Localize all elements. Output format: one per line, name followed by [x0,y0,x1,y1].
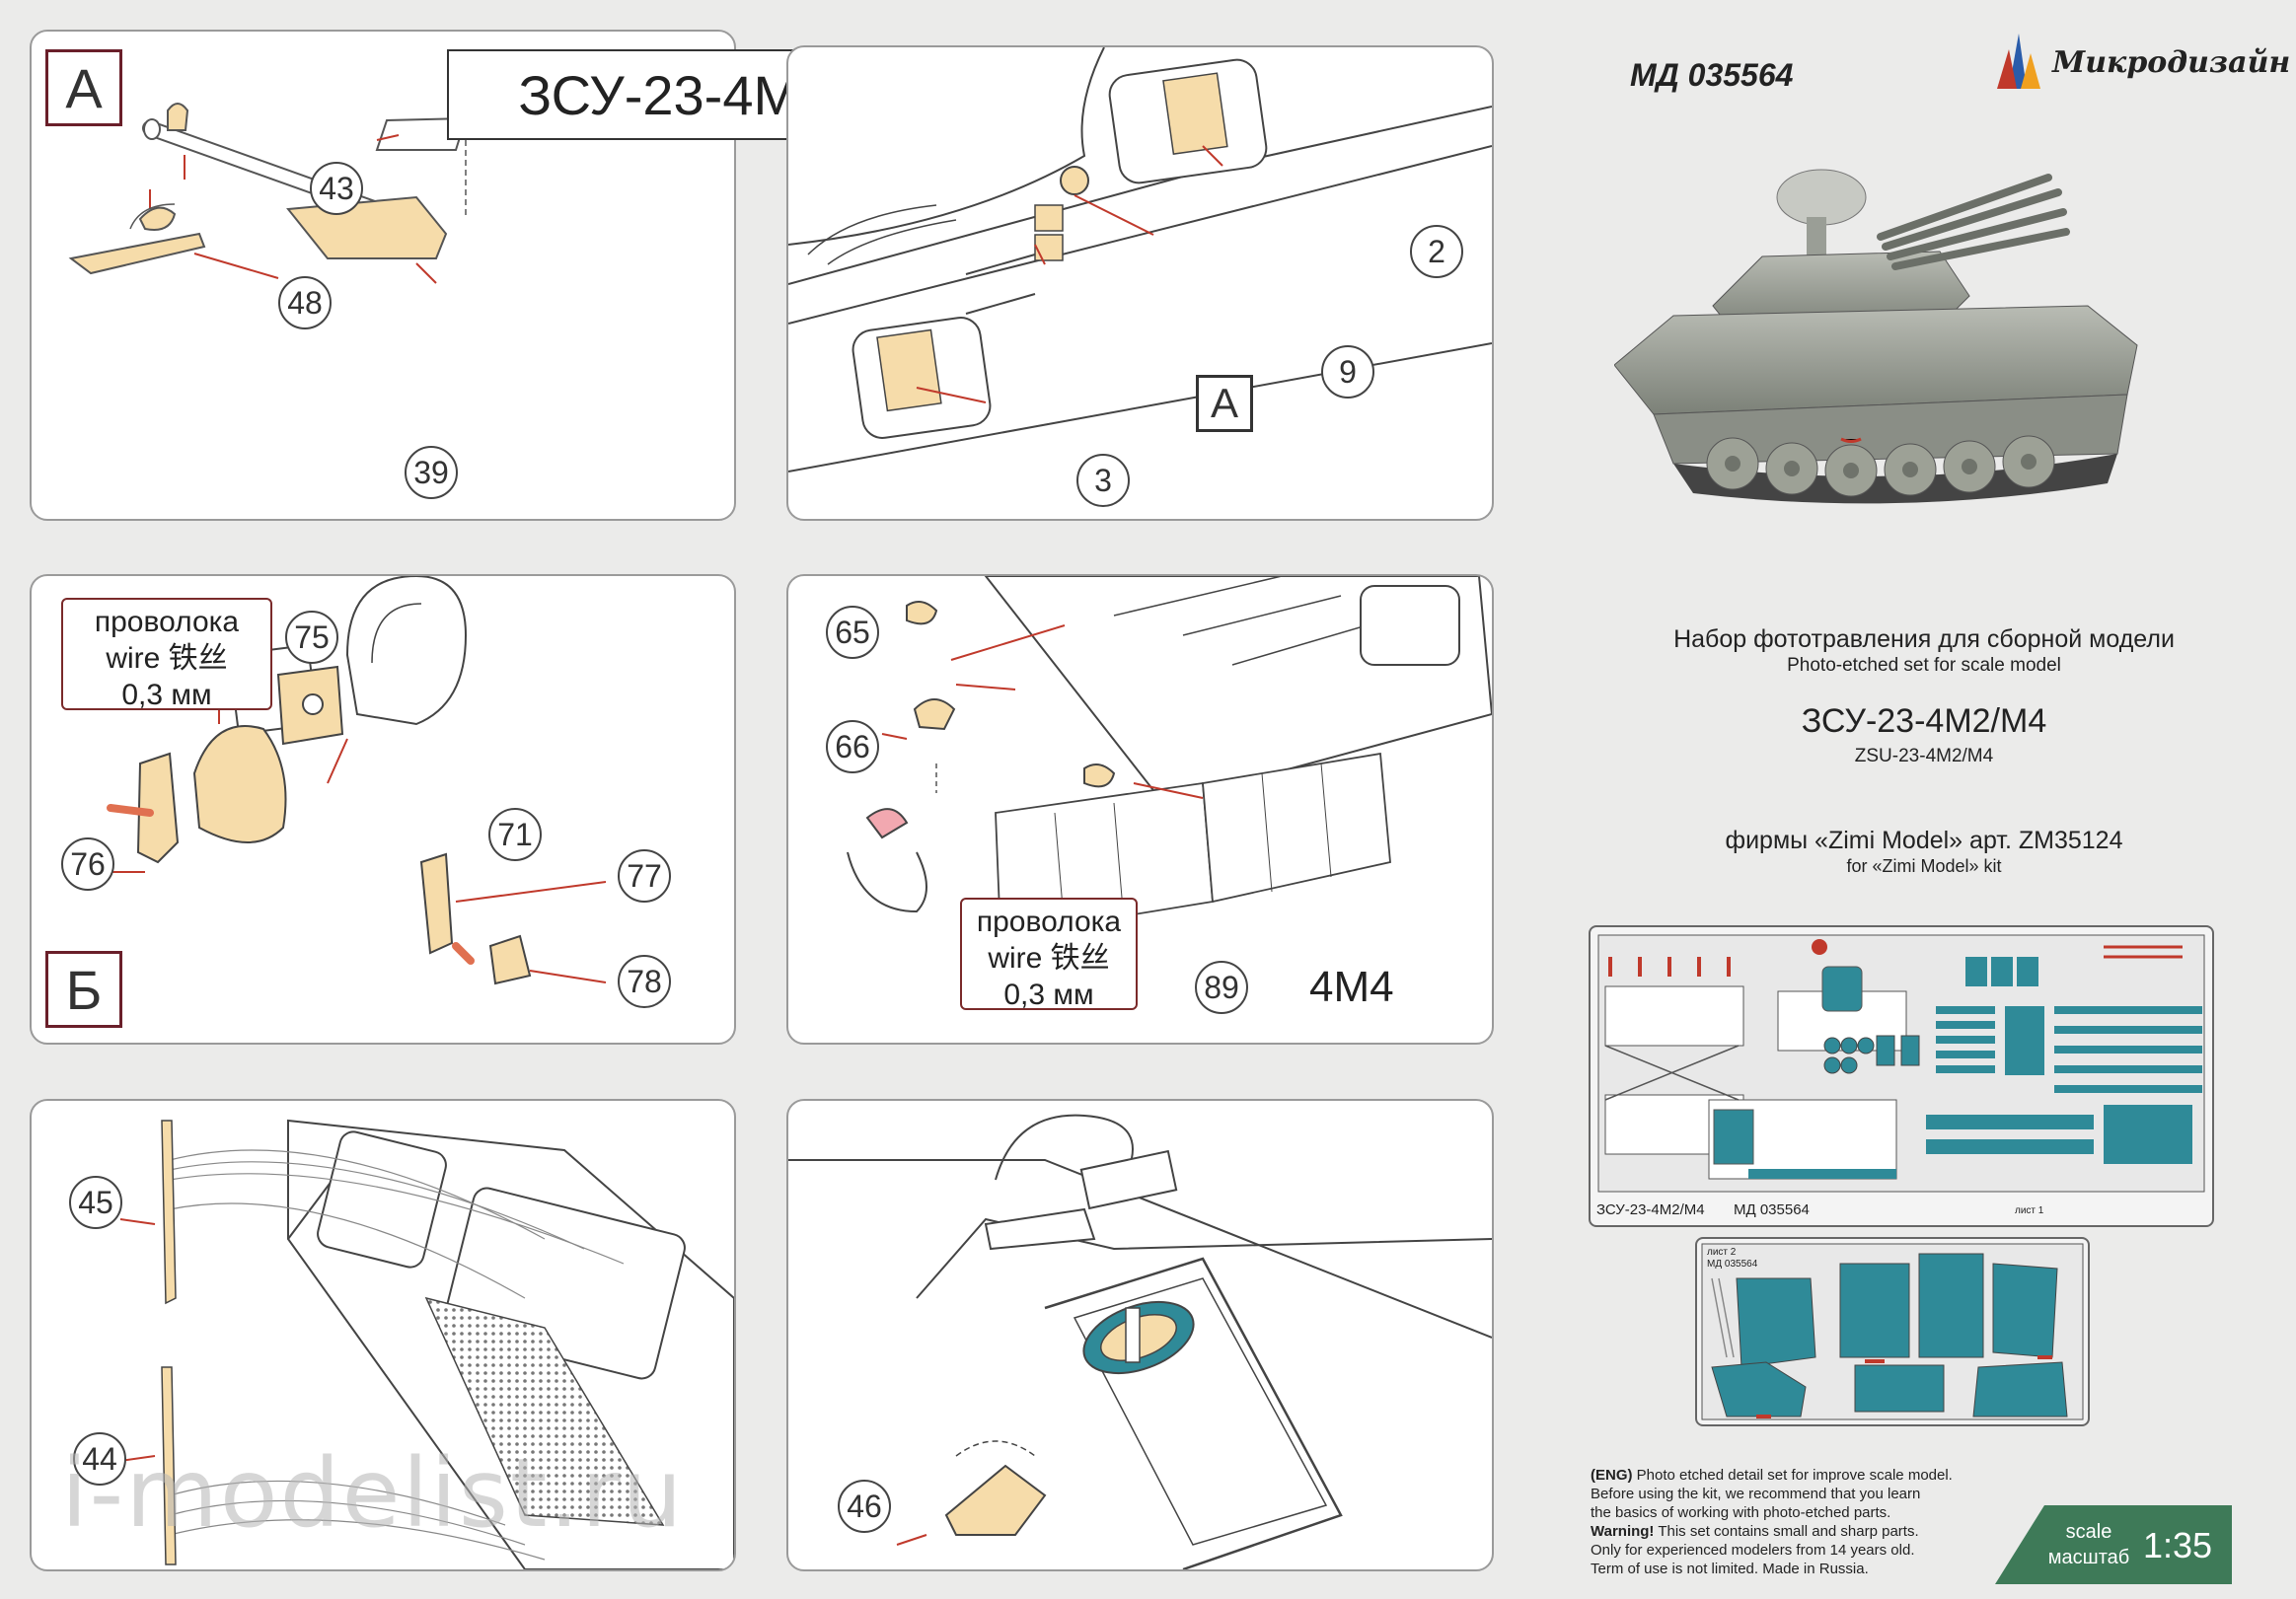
catalog-code: МД 035564 [1630,57,1794,93]
callout-48: 48 [278,276,332,329]
callout-76: 76 [61,837,114,891]
callout-39: 39 [405,446,458,499]
scale-badge-shape [1995,1505,2232,1584]
callout-45: 45 [69,1176,122,1229]
callout-89: 89 [1195,961,1248,1014]
callout-65: 65 [826,606,879,659]
scale-label-ru: масштаб [2047,1547,2130,1568]
panel-step-b1: проволока wire 铁丝 0,3 мм 75 71 76 77 78 … [30,574,736,1045]
footer-notes: (ENG) Photo etched detail set for improv… [1591,1466,2025,1578]
etch-sheet-1-image [1597,934,2205,1193]
sheet1-number: лист 1 [2015,1205,2044,1216]
step-c1-drawing [119,1119,734,1569]
panel-step-b2: 65 66 89 проволока wire 铁丝 0,3 мм 4М4 [786,574,1494,1045]
scale-label-en: scale [2065,1521,2112,1543]
callout-66: 66 [826,720,879,773]
step-a2-drawing [788,47,1492,472]
product-model-en: ZSU-23-4M2/M4 [1854,746,1994,766]
callout-44: 44 [73,1432,126,1486]
footer-line-6: Term of use is not limited. Made in Russ… [1591,1561,1869,1577]
brand-logo: Микродизайн [1991,32,2290,91]
callout-46: 46 [838,1480,891,1533]
product-model-ru: ЗСУ-23-4М2/М4 [1801,702,2047,740]
sheet1-code-label: МД 035564 [1734,1201,1810,1218]
etch-sheet-1: ЗСУ-23-4М2/М4 МД 035564 лист 1 [1589,925,2214,1227]
callout-3: 3 [1076,454,1130,507]
vehicle-photo [1613,168,2167,533]
scale-badge: scale масштаб 1:35 [1965,1505,2232,1584]
brand-name: Микродизайн [2052,45,2291,80]
vehicle-photo-image [1613,169,2138,504]
callout-9: 9 [1321,345,1374,399]
product-heading-ru: Набор фототравления для сборной модели [1673,625,2175,653]
footer-eng-tag: (ENG) [1591,1467,1633,1484]
variant-note: 4М4 [1309,963,1394,1011]
wire-note-size: 0,3 мм [1003,979,1094,1011]
callout-75: 75 [285,611,338,664]
footer-line-5: Only for experienced modelers from 14 ye… [1591,1542,1915,1559]
wire-note-b2: проволока wire 铁丝 0,3 мм [960,898,1138,1011]
wire-note-size: 0,3 мм [121,679,212,711]
callout-77: 77 [618,849,671,903]
wire-note-en-zh: wire 铁丝 [988,942,1110,975]
callout-78: 78 [618,955,671,1008]
footer-warning-label: Warning! [1591,1523,1655,1540]
footer-line-4: This set contains small and sharp parts. [1658,1523,1919,1540]
product-kit-ru: фирмы «Zimi Model» арт. ZM35124 [1725,827,2123,854]
section-label-b: Б [45,951,122,1028]
wire-note-en-zh: wire 铁丝 [106,642,228,675]
scale-value: 1:35 [2142,1525,2213,1565]
footer-line-1: Photo etched detail set for improve scal… [1636,1467,1953,1484]
sheet2-code-label: МД 035564 [1707,1259,1758,1270]
etch-sheet-2: лист 2 МД 035564 [1695,1237,2090,1426]
section-ref-a: А [1196,375,1253,432]
brand-logo-icon [1997,34,2040,89]
step-c2-drawing [788,1114,1492,1569]
wire-note-b: проволока wire 铁丝 0,3 мм [61,598,272,711]
callout-71: 71 [488,808,542,861]
callout-2: 2 [1410,225,1463,278]
product-kit-en: for «Zimi Model» kit [1846,856,2002,876]
etch-sheet-2-image [1701,1243,2084,1420]
wire-note-ru: проволока [976,906,1122,938]
sheet1-model-label: ЗСУ-23-4М2/М4 [1596,1201,1705,1218]
wire-note-ru: проволока [94,606,240,638]
panel-step-a2: 2 9 3 А [786,45,1494,521]
callout-43: 43 [310,162,363,215]
product-heading-en: Photo-etched set for scale model [1787,655,2061,676]
sheet2-number: лист 2 [1707,1247,1737,1258]
panel-step-c1: 45 44 [30,1099,736,1571]
section-label-a: А [45,49,122,126]
footer-line-3: the basics of working with photo-etched … [1591,1504,1891,1521]
panel-step-c2: 46 [786,1099,1494,1571]
footer-line-2: Before using the kit, we recommend that … [1591,1486,1921,1502]
